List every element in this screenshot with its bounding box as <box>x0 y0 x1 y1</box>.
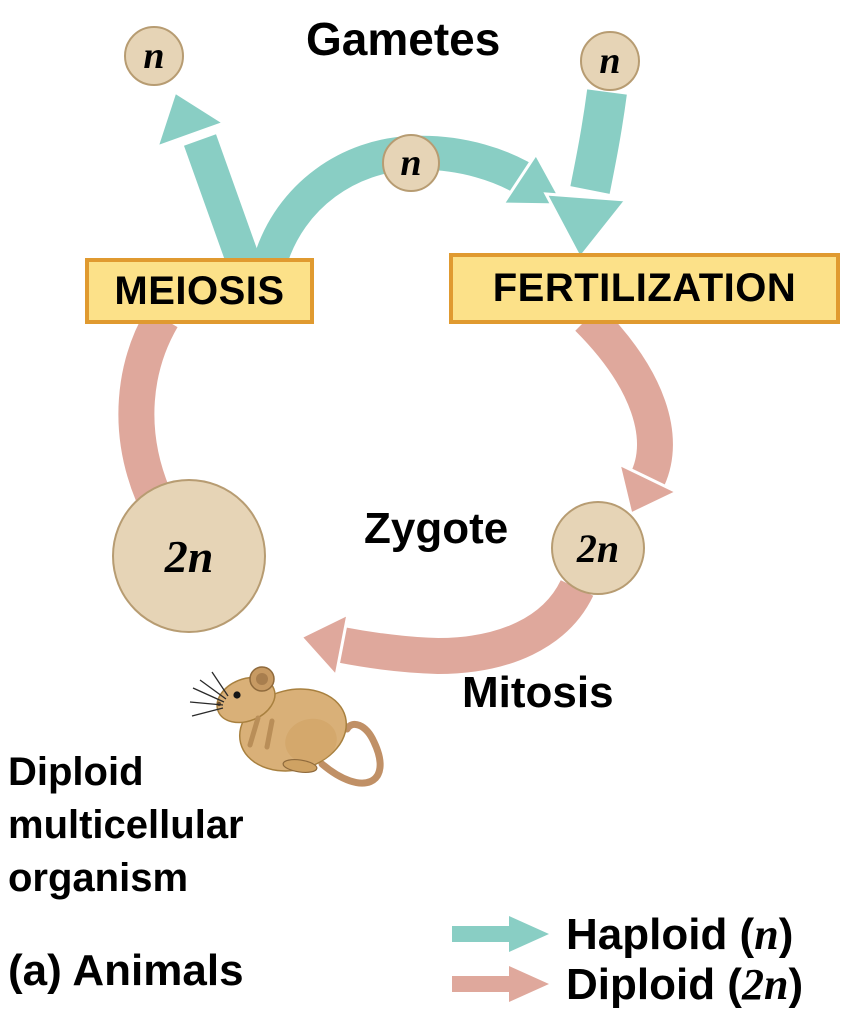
gamete-node-right: n <box>580 31 640 91</box>
haploid-arrow-icon <box>452 916 549 952</box>
mouse-tail <box>318 720 384 787</box>
haploid-arrow-meiosis-to-gamete <box>183 134 267 286</box>
mouse-whiskers <box>189 671 229 717</box>
legend-row-haploid: Haploid (n) <box>452 909 803 959</box>
haploid-arrowhead-down <box>543 192 629 261</box>
legend-haploid-label: Haploid (n) <box>566 909 794 959</box>
mitosis-label: Mitosis <box>462 668 614 717</box>
mouse-hind-foot <box>282 759 318 773</box>
mouse-illustration <box>189 666 384 787</box>
zygote-node: 2n <box>551 501 645 595</box>
diploid-arc-organism-to-meiosis <box>118 308 178 502</box>
diploid-arc-fertilization-to-zygote <box>575 305 673 486</box>
organism-label-line2: multicellular <box>8 802 244 847</box>
diploid-arc-zygote-to-organism <box>338 579 594 675</box>
organism-label-line1: Diploid <box>8 750 144 794</box>
diploid-arrow-icon <box>452 966 549 1002</box>
organism-label-line3: organism <box>8 855 189 900</box>
zygote-label: Zygote <box>364 504 509 553</box>
mouse-inner-ear <box>256 673 268 685</box>
diploid-arrowhead-mitosis <box>298 611 351 680</box>
organism-node: 2n <box>112 479 266 633</box>
meiosis-stage-box: MEIOSIS <box>85 258 314 324</box>
legend-row-diploid: Diploid (2n) <box>452 959 804 1009</box>
fertilization-label: FERTILIZATION <box>492 266 797 310</box>
gamete-right-label: n <box>599 40 621 82</box>
haploid-arrowhead-up <box>154 89 228 150</box>
legend: Haploid (n) Diploid (2n) <box>452 909 804 1009</box>
mouse-front-legs <box>247 715 275 750</box>
legend-diploid-label: Diploid (2n) <box>566 959 804 1009</box>
panel-caption: (a) Animals <box>8 946 244 995</box>
diploid-arrowhead-to-zygote <box>616 461 681 517</box>
mouse-eye <box>233 691 241 699</box>
gametes-label: Gametes <box>306 13 501 65</box>
zygote-node-label: 2n <box>576 525 620 571</box>
mouse-haunch <box>285 718 337 764</box>
gamete-center-label: n <box>400 142 422 184</box>
organism-node-label: 2n <box>164 530 214 582</box>
meiosis-label: MEIOSIS <box>114 268 285 313</box>
haploid-arrowhead-to-fertilization <box>500 151 567 207</box>
haploid-arrow-gamete-to-fertilization <box>570 89 627 194</box>
gamete-node-center: n <box>382 134 440 192</box>
diploid-organism-label: Diploid multicellular organism <box>8 746 244 904</box>
gamete-node-left: n <box>124 26 184 86</box>
gamete-left-label: n <box>143 35 165 77</box>
fertilization-stage-box: FERTILIZATION <box>449 253 840 324</box>
